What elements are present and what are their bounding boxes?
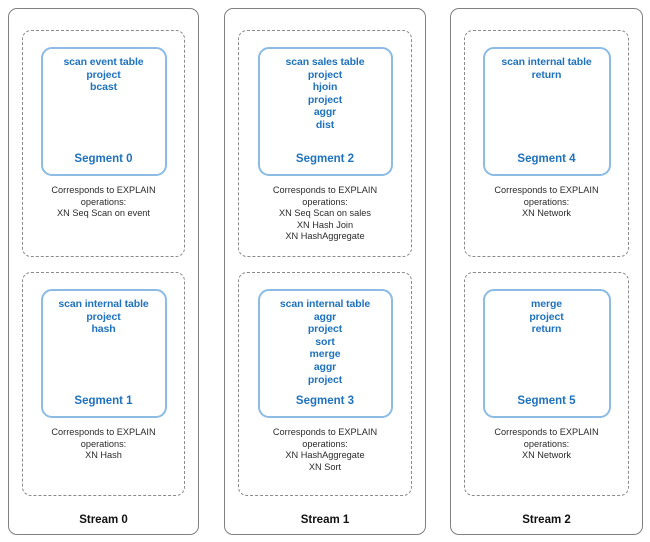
segment-container-1: scan internal table project hash Segment… <box>22 272 185 496</box>
operation-line: scan internal table <box>58 298 149 310</box>
operation-line: aggr <box>313 106 337 119</box>
operation-line: project <box>307 323 343 336</box>
explain-operation: XN Seq Scan on event <box>57 208 150 219</box>
stream-label-1: Stream 1 <box>300 514 350 526</box>
segment-operations-5: merge project return <box>489 298 605 336</box>
explain-operation: XN Hash Join <box>296 219 354 230</box>
operation-line: scan internal table <box>501 56 592 68</box>
explain-heading-line: Corresponds to EXPLAIN <box>272 427 378 437</box>
segment-box-1: scan internal table project hash Segment… <box>40 289 167 418</box>
operation-line: scan internal table <box>279 298 371 310</box>
explain-caption-2: Corresponds to EXPLAIN operations: XN Se… <box>239 185 411 243</box>
segment-label-4: Segment 4 <box>517 153 576 165</box>
segment-operations-2: scan sales table project hjoin project a… <box>264 56 387 132</box>
operation-line: hash <box>91 323 116 336</box>
explain-operation: XN HashAggregate <box>285 450 365 461</box>
operation-line: project <box>86 68 121 81</box>
segment-box-4: scan internal table return Segment 4 <box>482 47 611 176</box>
stream-label-2: Stream 2 <box>522 514 571 526</box>
explain-heading-line: operations: <box>80 438 127 449</box>
explain-heading-line: Corresponds to EXPLAIN <box>51 185 156 195</box>
operation-line: hjoin <box>312 81 338 94</box>
segment-box-0: scan event table project bcast Segment 0 <box>40 47 167 176</box>
explain-heading-line: Corresponds to EXPLAIN <box>494 427 599 437</box>
stream-column-0: scan event table project bcast Segment 0… <box>8 8 199 535</box>
segment-operations-0: scan event table project bcast <box>47 56 161 94</box>
explain-heading-line: operations: <box>80 196 127 207</box>
segment-container-4: scan internal table return Segment 4 Cor… <box>464 30 629 257</box>
explain-heading-line: Corresponds to EXPLAIN <box>494 185 599 195</box>
operation-line: project <box>86 310 121 323</box>
explain-caption-5: Corresponds to EXPLAIN operations: XN Ne… <box>465 427 628 462</box>
stream-column-1: scan sales table project hjoin project a… <box>224 8 426 535</box>
operation-line: project <box>529 310 564 323</box>
stream-label-0: Stream 0 <box>79 514 128 526</box>
segment-box-2: scan sales table project hjoin project a… <box>257 47 393 176</box>
operation-line: aggr <box>313 310 337 323</box>
operation-line: dist <box>315 118 335 131</box>
explain-heading-line: operations: <box>302 438 348 449</box>
segment-container-3: scan internal table aggr project sort me… <box>238 272 412 496</box>
explain-heading-line: Corresponds to EXPLAIN <box>51 427 156 437</box>
operation-line: merge <box>309 348 341 361</box>
operation-line: project <box>307 373 343 386</box>
operation-line: bcast <box>90 81 117 94</box>
explain-operation: XN HashAggregate <box>285 231 365 242</box>
operation-line: return <box>531 68 562 81</box>
segment-label-3: Segment 3 <box>295 395 355 407</box>
explain-heading-line: operations: <box>302 196 348 207</box>
explain-heading-line: operations: <box>523 438 570 449</box>
explain-operation: XN Seq Scan on sales <box>279 208 371 219</box>
segment-label-0: Segment 0 <box>74 153 133 165</box>
segment-container-2: scan sales table project hjoin project a… <box>238 30 412 257</box>
operation-line: return <box>531 323 562 336</box>
stream-column-2: scan internal table return Segment 4 Cor… <box>450 8 643 535</box>
segment-box-3: scan internal table aggr project sort me… <box>257 289 393 418</box>
operation-line: scan sales table <box>285 56 365 68</box>
segment-operations-3: scan internal table aggr project sort me… <box>264 298 387 386</box>
segment-box-5: merge project return Segment 5 <box>482 289 611 418</box>
explain-caption-3: Corresponds to EXPLAIN operations: XN Ha… <box>239 427 411 473</box>
segment-label-2: Segment 2 <box>295 153 355 165</box>
segment-operations-4: scan internal table return <box>489 56 605 81</box>
explain-operation: XN Sort <box>308 461 342 472</box>
segment-label-5: Segment 5 <box>517 395 576 407</box>
explain-operation: XN Network <box>521 450 571 461</box>
operation-line: sort <box>315 335 335 348</box>
explain-operation: XN Network <box>521 208 571 219</box>
explain-caption-4: Corresponds to EXPLAIN operations: XN Ne… <box>465 185 628 220</box>
explain-heading-line: operations: <box>523 196 570 207</box>
explain-heading-line: Corresponds to EXPLAIN <box>272 185 378 195</box>
segment-container-5: merge project return Segment 5 Correspon… <box>464 272 629 496</box>
explain-caption-1: Corresponds to EXPLAIN operations: XN Ha… <box>23 427 184 462</box>
operation-line: scan event table <box>63 56 144 68</box>
operation-line: aggr <box>313 360 337 373</box>
segment-label-1: Segment 1 <box>74 395 133 407</box>
operation-line: project <box>307 93 343 106</box>
operation-line: merge <box>530 298 562 310</box>
explain-caption-0: Corresponds to EXPLAIN operations: XN Se… <box>23 185 184 220</box>
segment-container-0: scan event table project bcast Segment 0… <box>22 30 185 257</box>
explain-operation: XN Hash <box>85 450 122 461</box>
segment-operations-1: scan internal table project hash <box>47 298 161 336</box>
operation-line: project <box>307 68 343 81</box>
